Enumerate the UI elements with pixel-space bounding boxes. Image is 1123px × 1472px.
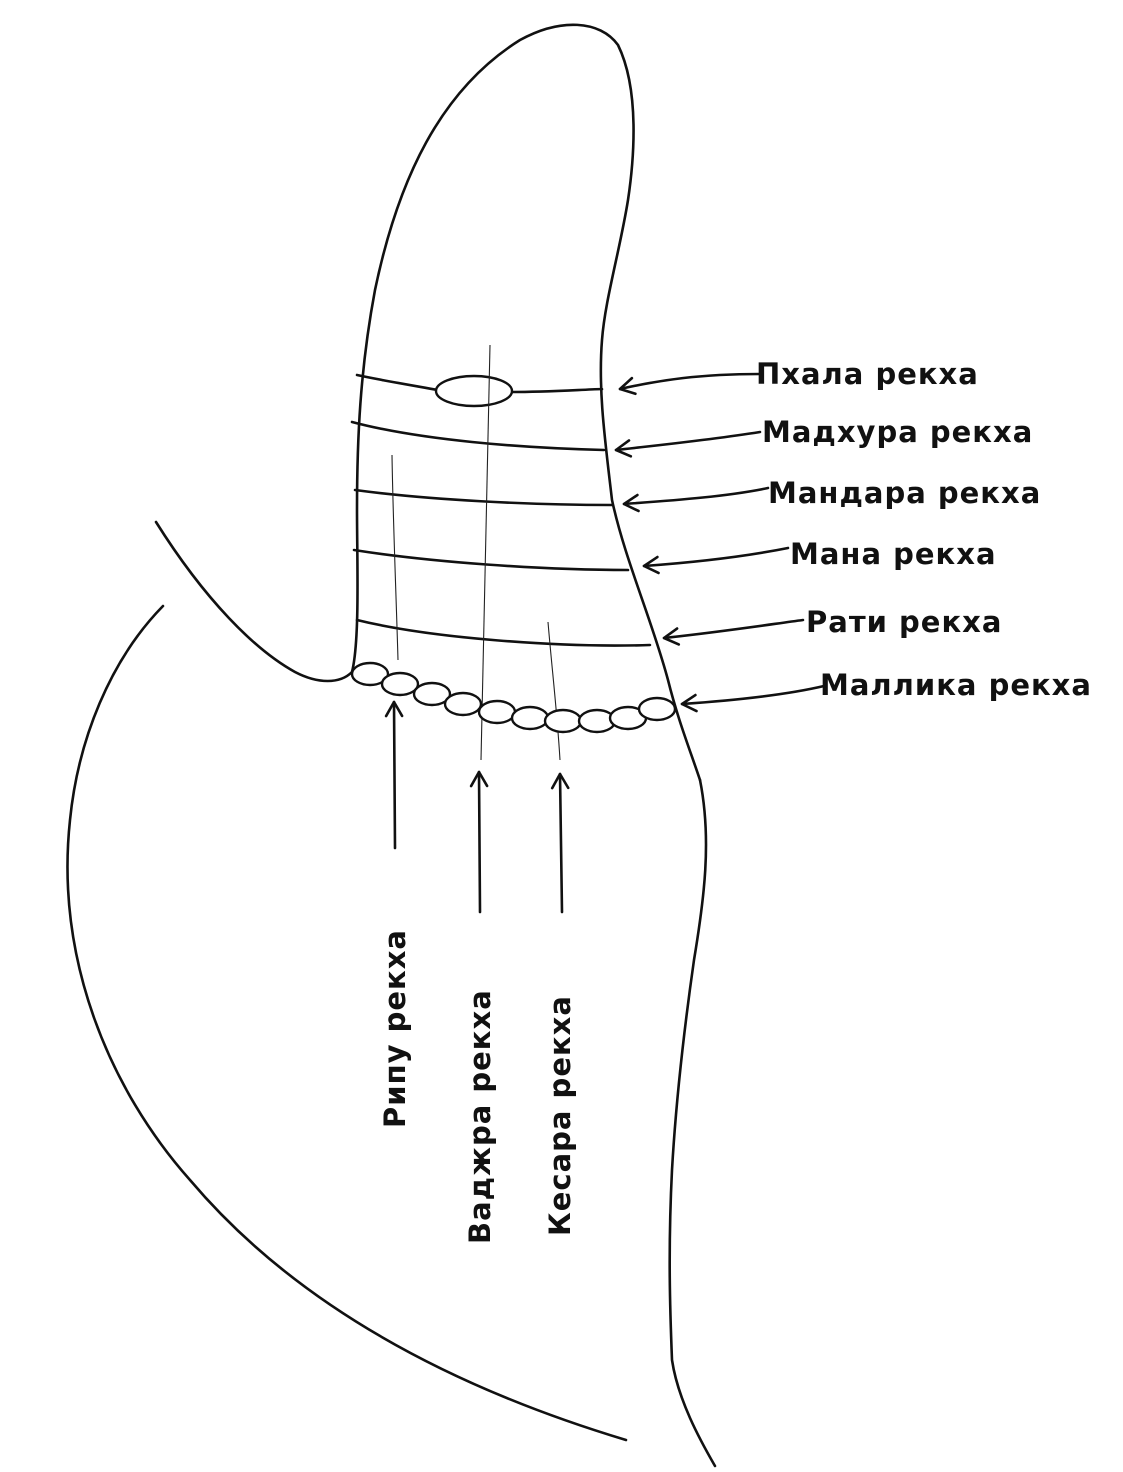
mallika-bead: [350, 661, 390, 687]
vajra-arrow: [469, 770, 489, 914]
mallika-bead: [477, 699, 517, 725]
phala-line-right: [510, 387, 604, 394]
mandara-arrow: [622, 486, 770, 513]
palm-outline-left: [66, 604, 628, 1442]
mana-arrow: [642, 546, 790, 575]
vajra-vertical-line: [480, 344, 491, 761]
rati-line: [355, 618, 652, 647]
madhura-line: [350, 420, 606, 452]
kesara-arrow: [550, 772, 570, 914]
rati-label: Рати рекха: [806, 605, 1002, 639]
vajra-label: Ваджра рекха: [463, 989, 497, 1244]
madhura-arrow: [614, 430, 762, 458]
mana-label: Мана рекха: [790, 537, 997, 571]
mallika-bead: [510, 705, 550, 731]
mallika-chain: [350, 661, 677, 734]
kesara-vertical-line: [547, 621, 561, 761]
mallika-bead: [637, 696, 677, 722]
phala-island: [434, 374, 514, 408]
mandara-line: [353, 488, 614, 507]
ripu-label: Рипу рекха: [378, 929, 412, 1128]
mallika-bead: [443, 691, 483, 717]
rati-arrow: [662, 618, 805, 646]
mana-line: [352, 548, 630, 572]
palm-outline-right: [668, 778, 717, 1468]
mallika-bead: [380, 671, 420, 697]
mallika-arrow: [680, 684, 826, 713]
mallika-bead: [412, 681, 452, 707]
ripu-arrow: [384, 700, 404, 850]
kesara-label: Кесара рекха: [543, 995, 577, 1236]
phala-arrow: [618, 372, 762, 396]
ripu-vertical-line: [391, 454, 399, 661]
mandara-label: Мандара рекха: [768, 476, 1041, 510]
thumb-outline-left: [154, 23, 702, 782]
madhura-label: Мадхура рекха: [762, 415, 1033, 449]
phala-line: [355, 373, 440, 392]
phala-label: Пхала рекха: [756, 357, 979, 391]
mallika-label: Маллика рекха: [820, 668, 1092, 702]
mallika-bead: [543, 708, 583, 734]
